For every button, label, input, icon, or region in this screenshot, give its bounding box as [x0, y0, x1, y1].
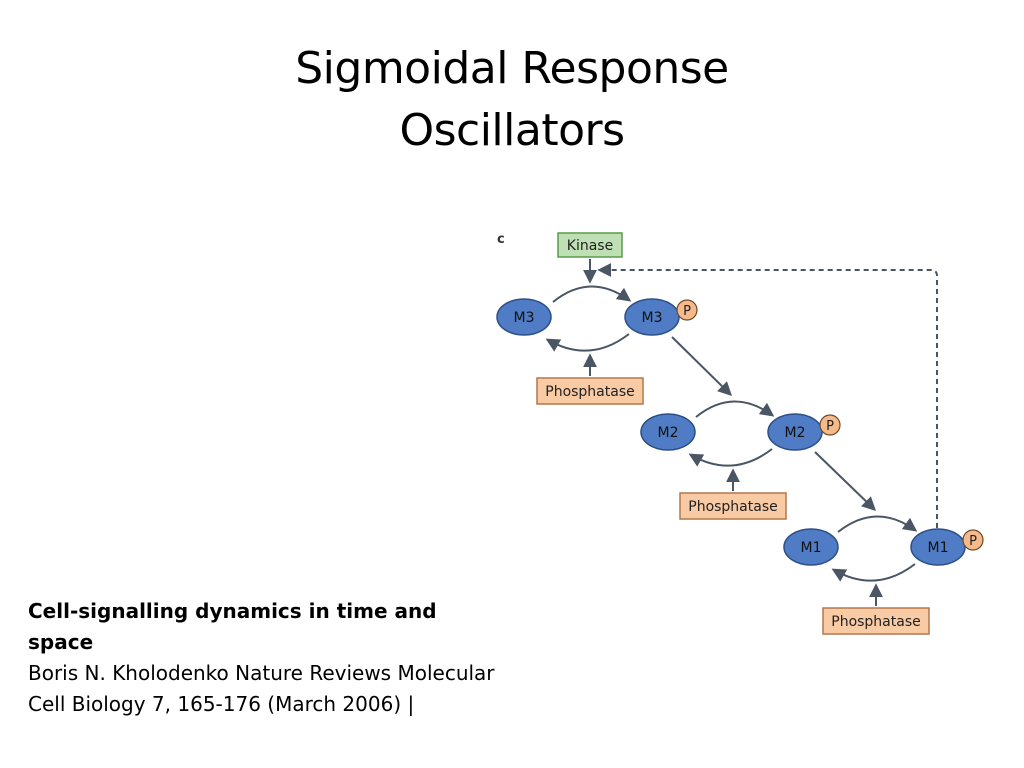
- m3-phosphorylation-arrow: [552, 285, 632, 303]
- tier-m1: M1 M1 P Phosphatase: [783, 515, 984, 635]
- slide-title: Sigmoidal Response Oscillators: [0, 38, 1024, 162]
- m1-phosphorylation-arrow: [837, 515, 918, 533]
- kinase-label: Kinase: [567, 238, 613, 254]
- m2-p-label: M2: [785, 425, 806, 441]
- m3-p-node: [624, 298, 680, 336]
- m2-dephosphorylation-arrow: [688, 448, 773, 467]
- phospho-badge-m3-label: P: [683, 304, 691, 319]
- phospho-badge-m1: [962, 529, 984, 551]
- m3-dephosphorylation-arrow: [545, 333, 630, 352]
- panel-label: c: [497, 232, 505, 247]
- phosphatase-box-m2: [679, 492, 787, 520]
- phospho-badge-m2: [819, 414, 841, 436]
- m3-p-label: M3: [642, 310, 663, 326]
- m2-label: M2: [658, 425, 679, 441]
- phosphatase-label-m3: Phosphatase: [545, 384, 635, 400]
- m1-p-node: [910, 528, 966, 566]
- tier-m3: M3 M3 P Phosphatase: [496, 285, 698, 405]
- m3-label: M3: [514, 310, 535, 326]
- m2-to-m1-arrow: [814, 451, 877, 511]
- title-line-1: Sigmoidal Response: [295, 43, 729, 94]
- kinase-box: Kinase: [557, 232, 623, 258]
- m2-phosphorylation-arrow: [695, 400, 775, 418]
- m1-node: [783, 528, 839, 566]
- m1-label: M1: [801, 540, 822, 556]
- phosphatase-box-m3: [536, 377, 644, 405]
- citation-body: Boris N. Kholodenko Nature Reviews Molec…: [28, 661, 495, 716]
- tier-m2: M2 M2 P Phosphatase: [640, 400, 841, 520]
- phospho-badge-m2-label: P: [826, 419, 834, 434]
- phospho-badge-m3: [676, 299, 698, 321]
- m1-dephosphorylation-arrow: [831, 563, 916, 582]
- phospho-badge-m1-label: P: [969, 534, 977, 549]
- citation: Cell-signalling dynamics in time and spa…: [28, 596, 498, 720]
- m2-p-node: [767, 413, 823, 451]
- citation-heading: Cell-signalling dynamics in time and spa…: [28, 599, 437, 654]
- feedback-arrow: [597, 263, 938, 528]
- title-line-2: Oscillators: [399, 105, 625, 156]
- phosphatase-label-m2: Phosphatase: [688, 499, 778, 515]
- phosphatase-box-m1: [822, 607, 930, 635]
- m2-node: [640, 413, 696, 451]
- m1-p-label: M1: [928, 540, 949, 556]
- m3-to-m2-arrow: [671, 336, 732, 396]
- m3-node: [496, 298, 552, 336]
- phosphatase-label-m1: Phosphatase: [831, 614, 921, 630]
